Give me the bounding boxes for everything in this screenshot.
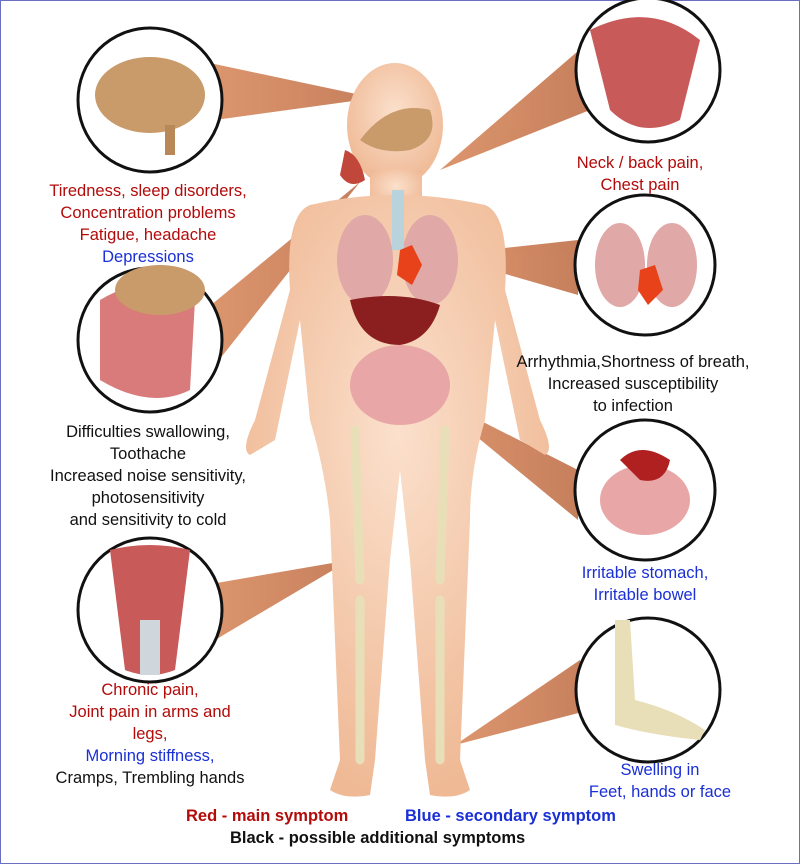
brain-icon [95,57,205,133]
foot-circle [574,616,722,764]
symptom-additional: and sensitivity to cold [69,511,227,529]
muscle-icon [110,545,190,675]
symptom-additional: Arrhythmia,Shortness of breath, [516,353,750,371]
foot-icon [615,620,705,740]
symptom-main: Neck / back pain, [576,154,704,172]
symptom-additional: Toothache [109,445,187,463]
circle-contents [95,17,705,740]
intestine-icon [600,465,690,535]
legend-main: Red - main symptom [186,807,349,825]
muscle-symptoms: Chronic pain, Joint pain in arms and leg… [56,679,245,789]
skeleton-legs [350,425,450,765]
legend-secondary: Blue - secondary symptom [405,807,616,825]
symptom-main: Joint pain in arms and [69,703,231,721]
symptom-main: Tiredness, sleep disorders, [49,182,247,200]
pointer-feet [455,660,590,745]
neck-symptoms: Neck / back pain, Chest pain [577,152,704,196]
symptom-main: Chronic pain, [101,681,199,699]
shoulder-icon [590,17,700,129]
pointer-muscles [205,560,350,640]
legend-additional: Black - possible additional symptoms [230,829,526,847]
symptom-main: Fatigue, headache [79,226,217,244]
symptom-main: legs, [132,725,168,743]
lungs-icon [595,223,645,307]
human-body [246,63,549,797]
symptom-secondary: Swelling in [620,761,700,779]
organs [337,108,458,425]
symptom-secondary: Irritable stomach, [581,564,709,582]
callout-pointers [205,45,590,745]
swelling-symptoms: Swelling in Feet, hands or face [589,759,731,803]
symptom-secondary: Morning stiffness, [85,747,215,765]
brain-symptoms: Tiredness, sleep disorders, Concentratio… [49,180,246,268]
symptom-main: Concentration problems [60,204,236,222]
digestive-symptoms: Irritable stomach, Irritable bowel [582,562,709,606]
symptom-secondary: Feet, hands or face [588,783,732,801]
pointer-brain [205,62,375,120]
symptom-main: Chest pain [600,176,680,194]
symptom-secondary: Irritable bowel [593,586,697,604]
head-symptoms: Difficulties swallowing, Toothache Incre… [50,421,246,531]
pointer-neck [440,45,590,170]
symptom-secondary: Depressions [102,248,194,266]
symptom-additional: to infection [593,397,673,415]
symptom-additional: Difficulties swallowing, [66,423,230,441]
lung-symptoms: Arrhythmia,Shortness of breath, Increase… [517,351,750,417]
symptom-additional: Increased noise sensitivity, [50,467,246,485]
symptom-additional: Cramps, Trembling hands [55,769,245,787]
symptom-additional: photosensitivity [91,489,205,507]
symptom-additional: Increased susceptibility [547,375,719,393]
